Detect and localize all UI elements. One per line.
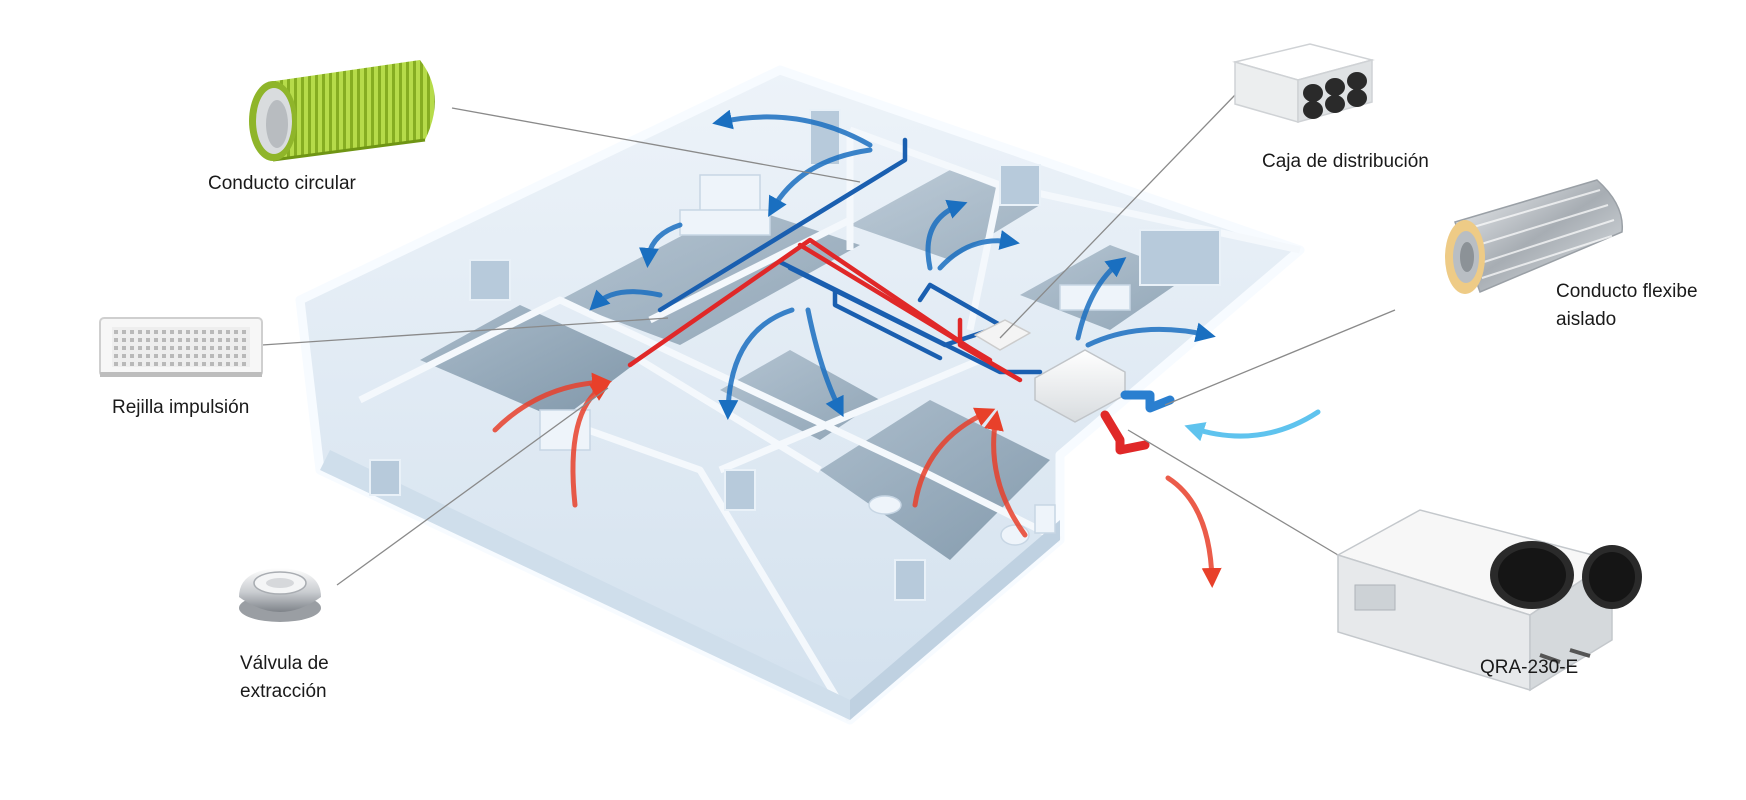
wall-face-right (850, 520, 1060, 720)
extract-arrow (984, 410, 1028, 538)
supply-duct-main (657, 137, 908, 313)
caja-distribucion-image (1232, 43, 1375, 123)
supply-arrow (805, 307, 844, 418)
conducto-flexible-image (1445, 179, 1624, 294)
leader-conducto-flexible (1164, 309, 1396, 406)
floor-kitchen (420, 305, 640, 420)
label-caja-distribucion: Caja de distribución (1262, 151, 1429, 172)
label-conducto-flexible-2: aislado (1556, 309, 1617, 330)
label-qra-230-e: QRA-230-E (1480, 657, 1579, 678)
supply-arrow (1075, 257, 1127, 341)
apartment-building (295, 65, 1305, 725)
supply-arrow (925, 199, 968, 271)
qra-230-e-image (1336, 509, 1642, 692)
extract-arrow (912, 407, 996, 508)
supply-arrow (937, 230, 1020, 271)
supply-arrow (712, 109, 873, 148)
leader-unidad (1127, 429, 1339, 556)
supply-arrow (768, 147, 873, 217)
supply-arrow (638, 222, 683, 268)
outdoor-intake-duct (1120, 390, 1175, 413)
supply-duct-branch-3 (832, 287, 943, 361)
label-rejilla-impulsion: Rejilla impulsión (112, 397, 250, 418)
rejilla-impulsion-image (99, 317, 263, 377)
leader-caja-distribucion (999, 94, 1236, 339)
label-valvula-extraccion-2: extracción (240, 681, 327, 702)
extract-duct-branch-2 (957, 317, 1023, 383)
supply-arrow (589, 289, 663, 311)
leader-rejilla-impulsion (261, 317, 669, 346)
interior-walls (358, 126, 1301, 722)
label-valvula-extraccion-1: Válvula de (240, 653, 329, 674)
exhaust-air-outlet-arrow (1165, 475, 1222, 588)
extract-duct-main (627, 237, 983, 368)
fresh-air-intake-arrow (1184, 409, 1321, 442)
label-conducto-circular: Conducto circular (208, 173, 356, 194)
conducto-circular-image (249, 60, 435, 162)
extract-duct-branch-1 (797, 242, 993, 363)
wall-face-left (320, 450, 850, 720)
valvula-extraccion-image (239, 568, 321, 622)
extract-air-arrows (492, 372, 1028, 538)
supply-arrow (1085, 322, 1216, 348)
ductwork (627, 137, 1175, 455)
floor-living (560, 205, 860, 345)
extract-arrow (570, 381, 611, 508)
leader-valvula-extraccion (336, 387, 609, 586)
leader-lines (261, 94, 1396, 586)
label-conducto-flexible-1: Conducto flexibe (1556, 281, 1698, 302)
leader-conducto-circular (451, 107, 861, 183)
supply-duct-branch-4 (917, 282, 1003, 328)
windows (369, 109, 1221, 601)
supply-arrow (718, 307, 795, 420)
outdoor-exhaust-duct (1100, 410, 1150, 455)
supply-air-arrows (589, 109, 1216, 420)
